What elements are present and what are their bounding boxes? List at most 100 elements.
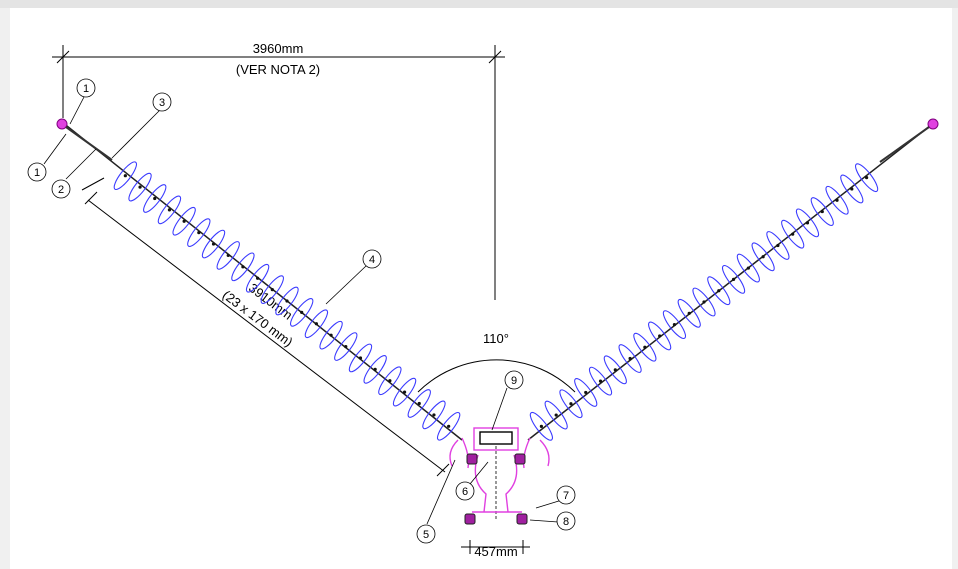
right-disc xyxy=(603,355,627,385)
left-disc xyxy=(290,298,314,327)
left-disc xyxy=(128,172,152,202)
callout-3: 3 xyxy=(152,92,172,112)
right-disc-pin xyxy=(613,368,617,372)
right-disc-pin xyxy=(865,176,869,180)
right-disc-pin xyxy=(554,413,558,417)
length-dimension xyxy=(81,177,450,477)
left-disc-pin xyxy=(432,413,436,417)
callout-1a: 1 xyxy=(76,78,96,98)
right-disc xyxy=(840,174,864,204)
left-disc-pin xyxy=(211,242,216,246)
left-disc xyxy=(334,332,358,361)
svg-text:1: 1 xyxy=(83,83,89,95)
left-disc xyxy=(363,355,387,384)
right-disc xyxy=(677,298,701,328)
width-dimension xyxy=(52,45,505,300)
left-disc-pin xyxy=(329,333,333,337)
left-disc-pin xyxy=(167,208,172,212)
right-disc-pin xyxy=(731,277,736,281)
right-disc-pin xyxy=(643,345,647,349)
right-disc-pin xyxy=(628,356,632,361)
left-disc-pin xyxy=(285,299,289,303)
right-disc xyxy=(721,264,746,294)
right-disc xyxy=(544,400,568,430)
left-disc xyxy=(407,389,431,418)
left-disc xyxy=(275,286,299,316)
left-disc-pin xyxy=(138,185,142,189)
angle-label: 110° xyxy=(483,331,509,346)
callout-7: 7 xyxy=(556,485,576,505)
right-disc-pin xyxy=(746,266,750,270)
angle-arc xyxy=(417,359,576,393)
left-disc-pin xyxy=(402,390,407,394)
left-disc xyxy=(157,195,182,225)
left-disc xyxy=(378,366,402,396)
callout-4: 4 xyxy=(362,249,382,269)
left-disc-pin xyxy=(300,310,304,314)
left-disc-pin xyxy=(182,219,186,223)
right-frame xyxy=(952,8,958,569)
left-disc xyxy=(260,275,284,304)
right-disc xyxy=(707,276,731,306)
callout-5: 5 xyxy=(416,524,436,544)
left-disc-pin xyxy=(270,288,274,292)
left-disc-pin xyxy=(197,231,201,235)
width-label: 3960mm xyxy=(253,41,304,56)
right-disc-pin xyxy=(717,289,721,293)
svg-text:6: 6 xyxy=(462,486,468,498)
right-disc-pin xyxy=(584,390,588,395)
callout-leaders xyxy=(43,96,563,525)
left-disc-pin xyxy=(417,401,421,406)
left-disc xyxy=(187,218,211,247)
left-disc xyxy=(319,320,343,350)
damper-weights xyxy=(464,453,528,525)
left-insulator-discs xyxy=(113,161,461,441)
right-disc xyxy=(648,321,672,351)
right-disc xyxy=(662,310,687,340)
left-disc-pin xyxy=(447,424,451,428)
suspension-clamp xyxy=(449,427,550,520)
right-disc-pin xyxy=(539,424,543,428)
left-disc-pin xyxy=(226,253,230,258)
callout-6: 6 xyxy=(455,481,475,501)
right-disc-pin xyxy=(776,243,780,248)
right-disc-pin xyxy=(761,255,765,259)
left-disc-pin xyxy=(256,276,260,280)
right-disc-pin xyxy=(658,334,662,338)
damper-weight xyxy=(516,513,528,525)
left-disc-pin xyxy=(358,356,363,360)
svg-text:8: 8 xyxy=(563,516,569,528)
right-disc xyxy=(692,287,716,317)
right-disc-pin xyxy=(702,300,706,304)
right-disc xyxy=(766,231,790,260)
damper-weight xyxy=(464,513,476,525)
left-disc xyxy=(436,411,461,441)
right-disc xyxy=(529,411,554,441)
left-disc xyxy=(231,252,255,282)
left-disc xyxy=(348,343,373,373)
left-disc-pin xyxy=(373,367,377,371)
left-disc xyxy=(216,241,240,270)
left-disc-pin xyxy=(314,322,318,326)
left-disc xyxy=(113,161,138,191)
svg-text:3: 3 xyxy=(159,97,165,109)
right-disc xyxy=(736,253,760,283)
right-disc-pin xyxy=(672,323,677,327)
svg-text:7: 7 xyxy=(563,490,569,502)
svg-text:4: 4 xyxy=(369,254,375,266)
left-disc xyxy=(245,263,270,293)
right-disc-pin xyxy=(820,209,824,214)
right-disc xyxy=(574,378,598,407)
right-disc xyxy=(810,197,834,226)
width-note: (VER NOTA 2) xyxy=(236,62,320,77)
left-disc xyxy=(422,400,446,430)
svg-text:5: 5 xyxy=(423,529,429,541)
svg-text:9: 9 xyxy=(511,375,517,387)
left-disc-pin xyxy=(241,265,245,269)
left-disc xyxy=(172,206,196,236)
right-disc xyxy=(854,163,879,193)
left-end-fitting xyxy=(56,118,113,161)
right-disc-pin xyxy=(687,311,691,315)
